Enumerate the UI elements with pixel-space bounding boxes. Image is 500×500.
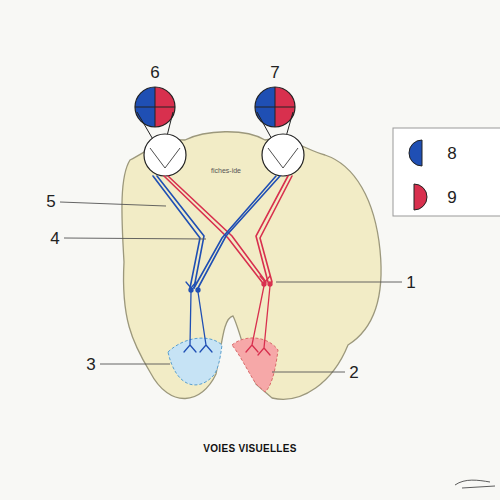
callout-number: 6 xyxy=(150,64,159,81)
caption: VOIES VISUELLES xyxy=(203,444,296,454)
optic-radiations xyxy=(184,276,272,355)
left-eye xyxy=(144,134,186,176)
legend-swatch xyxy=(414,184,427,210)
legend-box xyxy=(393,128,500,216)
brain-outline xyxy=(122,132,381,400)
callout-number: 3 xyxy=(86,356,95,373)
callout-number: 5 xyxy=(46,193,55,210)
legend-number: 8 xyxy=(447,145,456,162)
callout-number: 1 xyxy=(406,274,415,291)
visual-field-right xyxy=(255,87,295,127)
legend-number: 9 xyxy=(447,189,456,206)
signature-scribble xyxy=(455,480,495,488)
visual-field-left xyxy=(135,87,175,127)
legend-swatch xyxy=(409,140,422,166)
watermark: fiches-ide xyxy=(211,167,241,174)
callout-number: 4 xyxy=(50,230,59,247)
right-eye xyxy=(262,134,304,176)
callout-number: 2 xyxy=(349,364,358,381)
eye-lens xyxy=(150,148,298,168)
left-visual-cortex xyxy=(168,338,222,385)
leader-lines xyxy=(60,202,402,372)
callout-number: 7 xyxy=(270,64,279,81)
right-visual-cortex xyxy=(232,338,278,392)
optic-pathways xyxy=(153,176,292,288)
